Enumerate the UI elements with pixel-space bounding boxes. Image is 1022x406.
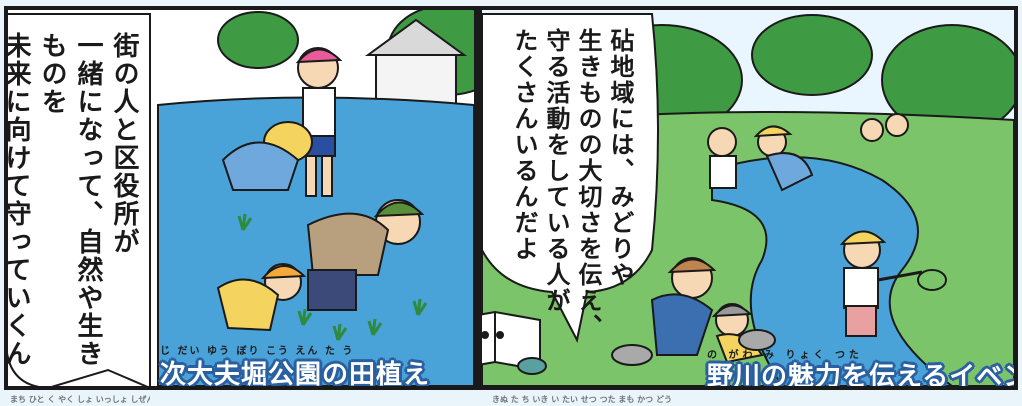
left-speech-bubble: 街の人と区役所が 一緒になって、自然や生きものを 未来に向けて守っていくんだね!	[4, 32, 142, 386]
nogawa-event-panel: 砧地域には、みどりや 生きものの大切さを伝え、 守る活動をしている人が たくさん…	[478, 6, 1018, 390]
right-speech-bubble: 砧地域には、みどりや 生きものの大切さを伝え、 守る活動をしている人が たくさん…	[508, 28, 636, 340]
right-speech-line-1: 砧地域には、みどりや	[606, 28, 634, 288]
left-speech-line-1: 街の人と区役所が	[109, 32, 139, 256]
right-caption: 野川の魅力を伝えるイベント	[707, 362, 1014, 390]
rice-planting-panel: 街の人と区役所が 一緒になって、自然や生きものを 未来に向けて守っていくんだね!…	[4, 6, 478, 390]
left-caption-ruby: じ だい ゆう ぼり こう えん た う	[160, 346, 355, 357]
right-caption-ruby: の がわ み りょく つた	[707, 350, 863, 361]
right-speech-line-4: たくさんいるんだよ	[510, 28, 538, 262]
book-mascot-icon	[482, 310, 547, 375]
right-speech-line-2: 生きものの大切さを伝え、	[574, 28, 602, 340]
right-bubble-ruby: きぬ た ち いき い たい せつ つた まも かつ どう ひと	[492, 395, 672, 404]
left-caption: 次大夫堀公園の田植え	[160, 360, 431, 390]
left-bubble-ruby: まち ひと く やく しょ いっしょ しぜん い み らい む まも	[10, 395, 150, 404]
nogawa-event-scene	[482, 10, 1014, 386]
left-speech-line-2: 一緒になって、自然や生きものを	[37, 32, 103, 368]
right-speech-line-3: 守る活動をしている人が	[542, 28, 570, 314]
rice-planting-scene	[8, 10, 474, 386]
left-speech-line-3: 未来に向けて守っていくんだね!	[4, 32, 31, 368]
